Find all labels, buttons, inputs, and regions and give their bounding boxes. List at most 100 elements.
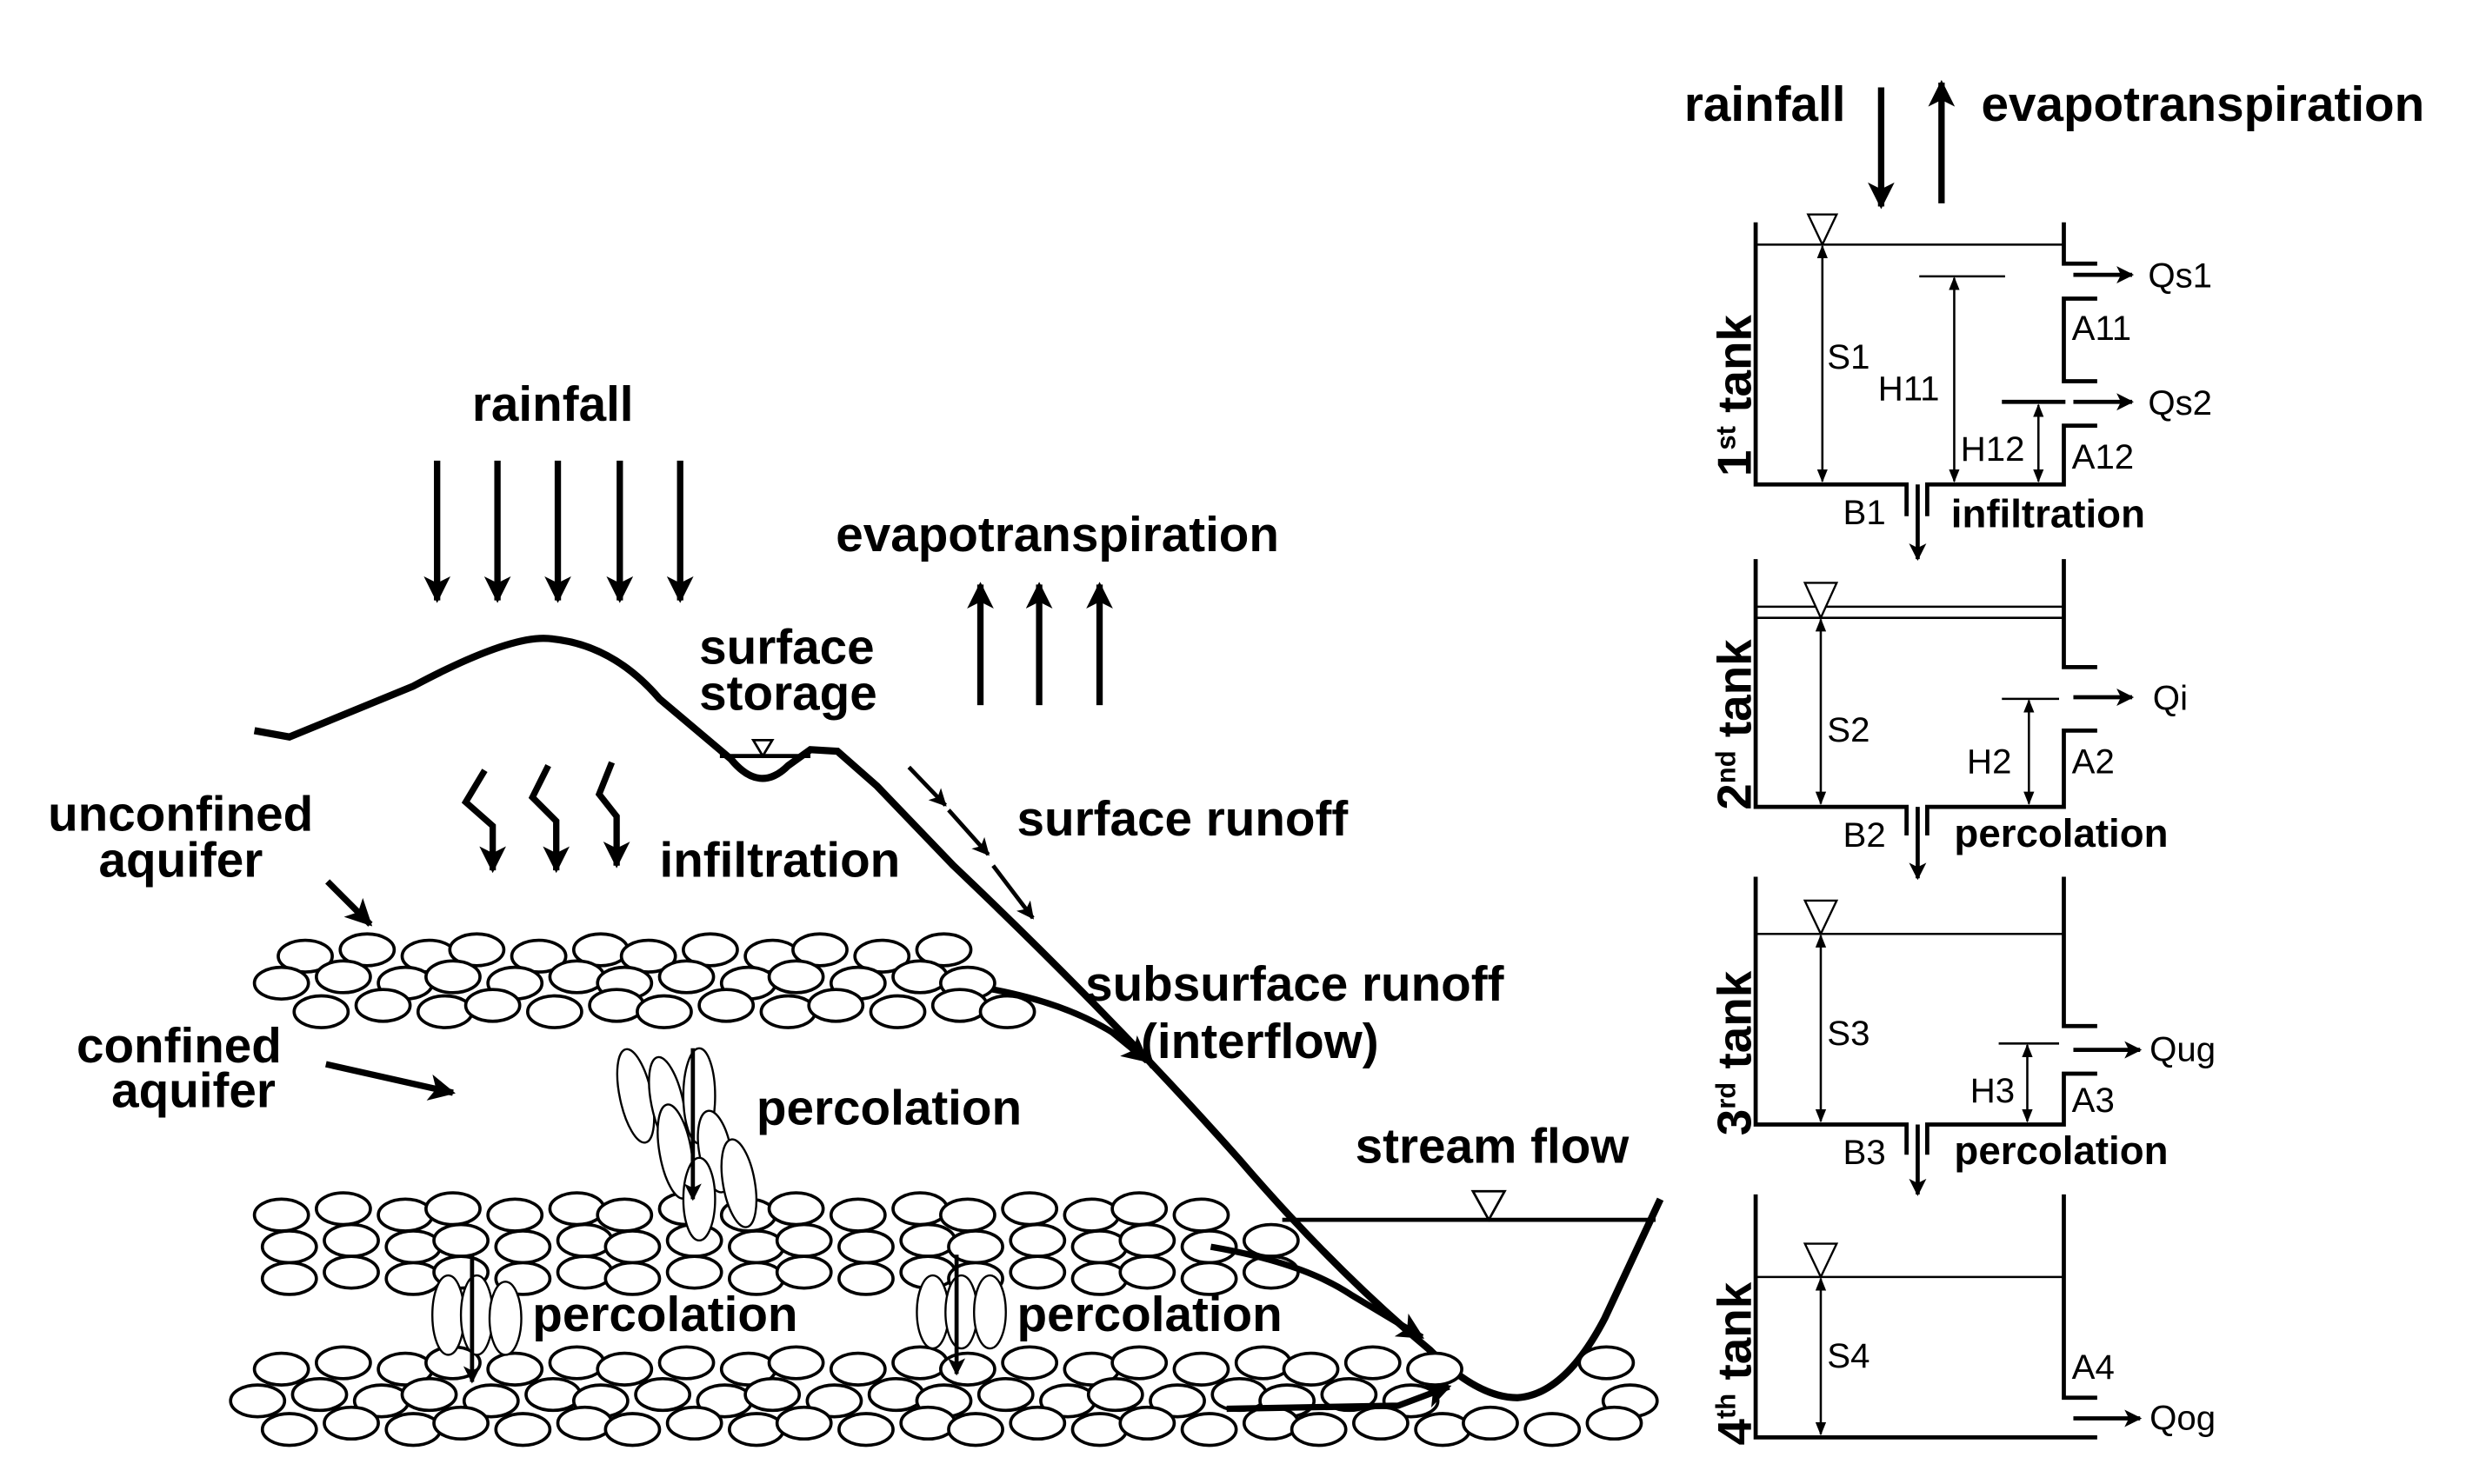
pebble (596, 1197, 654, 1233)
surface-storage-label-1: surface (699, 621, 874, 675)
pebble (315, 1191, 372, 1227)
pebble (1242, 1405, 1300, 1441)
pebble (260, 1412, 318, 1447)
evapotranspiration-label: evapotranspiration (836, 508, 1279, 562)
a11-label: A11 (2072, 309, 2132, 348)
tank-1-label: 1st tank (1708, 315, 1762, 477)
infiltration-arrow-icon (528, 763, 570, 874)
percolation-lower-left-label: percolation (532, 1288, 797, 1342)
pebble (899, 1405, 957, 1441)
pebble (384, 1412, 443, 1447)
qs2-label: Qs2 (2148, 383, 2212, 423)
pebble (829, 1351, 887, 1387)
pebble (682, 932, 739, 968)
pebble (448, 932, 506, 968)
pebble (947, 1412, 1004, 1447)
pebble (775, 1222, 833, 1258)
b1-label: B1 (1843, 493, 1886, 532)
pebble (277, 938, 334, 974)
pebble (1070, 1229, 1129, 1265)
tank-3-right-wall-upper (2062, 876, 2097, 1028)
infiltration-arrows (461, 761, 630, 874)
pebble (697, 988, 756, 1023)
pebble (837, 1229, 895, 1265)
pebble (1009, 1254, 1067, 1290)
confined-aquifer-label-1: confined (77, 1019, 282, 1074)
pebble (596, 1351, 654, 1387)
pebble (432, 1405, 490, 1441)
pebble (252, 1351, 310, 1387)
rainfall-label: rainfall (472, 377, 634, 432)
pebble (891, 1345, 949, 1381)
pebble (759, 994, 817, 1029)
tank-2-right-wall-lower (1925, 729, 2097, 835)
tank-1-left-wall (1753, 222, 1909, 516)
tank-2-left-wall (1753, 559, 1909, 835)
pebble (791, 932, 849, 968)
pebble (1180, 1261, 1238, 1296)
pebble (416, 994, 474, 1029)
pebble (1577, 1345, 1636, 1381)
pebble (976, 1376, 1035, 1413)
pebble (899, 1222, 957, 1258)
pebble (1086, 1376, 1144, 1413)
h2-label: H2 (1967, 742, 2011, 782)
pebble (767, 959, 825, 995)
pebble (548, 1191, 606, 1227)
qug-label: Qug (2149, 1029, 2216, 1068)
pebble (548, 1345, 606, 1381)
tank-3: 3rd tank S3 H3 A3 Qug B3 percolation (1708, 876, 2216, 1196)
tank-3-right-wall-lower (1925, 1071, 2097, 1155)
pebble (494, 1229, 552, 1265)
b2-label: B2 (1843, 815, 1886, 855)
pebble (1149, 1383, 1206, 1419)
tank-rainfall-label: rainfall (1684, 77, 1846, 132)
a12-label: A12 (2072, 437, 2135, 476)
pebble (930, 988, 989, 1023)
pebble (323, 1254, 380, 1290)
s1-label: S1 (1827, 337, 1869, 376)
pebble (1234, 1345, 1292, 1381)
pebble (548, 959, 606, 995)
s4-label: S4 (1827, 1336, 1869, 1375)
subsurface-runoff-label: subsurface runoff (1085, 957, 1504, 1012)
pebble (1290, 1412, 1348, 1447)
pebble (252, 1197, 310, 1233)
pebble (424, 959, 482, 995)
pebble (978, 994, 1036, 1029)
pebble (1172, 1197, 1230, 1233)
s3-label: S3 (1827, 1014, 1869, 1053)
pebble (338, 932, 397, 968)
pebble (657, 959, 716, 995)
pebble (1009, 1222, 1067, 1258)
groundwater-flow-arrow-icon (1210, 1243, 1425, 1341)
infiltration-arrow-icon (461, 769, 506, 874)
percolation-column-lower-left (431, 1254, 523, 1384)
h3-label: H3 (1970, 1071, 2015, 1110)
pebble (603, 1412, 662, 1447)
pebble (1001, 1191, 1059, 1227)
baseflow-arrow-icon (1226, 1382, 1452, 1413)
pebble (767, 1191, 825, 1227)
pebble (424, 1191, 482, 1227)
confined-aquifer-label-2: aquifer (111, 1063, 276, 1118)
water-level-icon (1806, 213, 1839, 248)
pebble (290, 1376, 349, 1413)
infiltration-label: infiltration (659, 833, 900, 888)
water-level-icon (750, 738, 775, 759)
water-level-icon (1803, 899, 1839, 937)
pebble (486, 1351, 544, 1387)
pebble (292, 994, 350, 1029)
tank-3-label: 3rd tank (1708, 970, 1762, 1135)
pebble (1343, 1345, 1402, 1381)
pebble (526, 994, 583, 1029)
runoff-arrow-icon (991, 864, 1035, 920)
surface-runoff-label: surface runoff (1017, 792, 1349, 847)
unconfined-aquifer-pointer-icon (325, 879, 373, 927)
pebble (384, 1229, 443, 1265)
pebble (837, 1261, 895, 1296)
watershed-diagram: rainfall evapotranspiration surface stor… (48, 377, 1664, 1447)
unconfined-aquifer-label-2: aquifer (99, 833, 263, 888)
s2-label: S2 (1827, 710, 1869, 749)
